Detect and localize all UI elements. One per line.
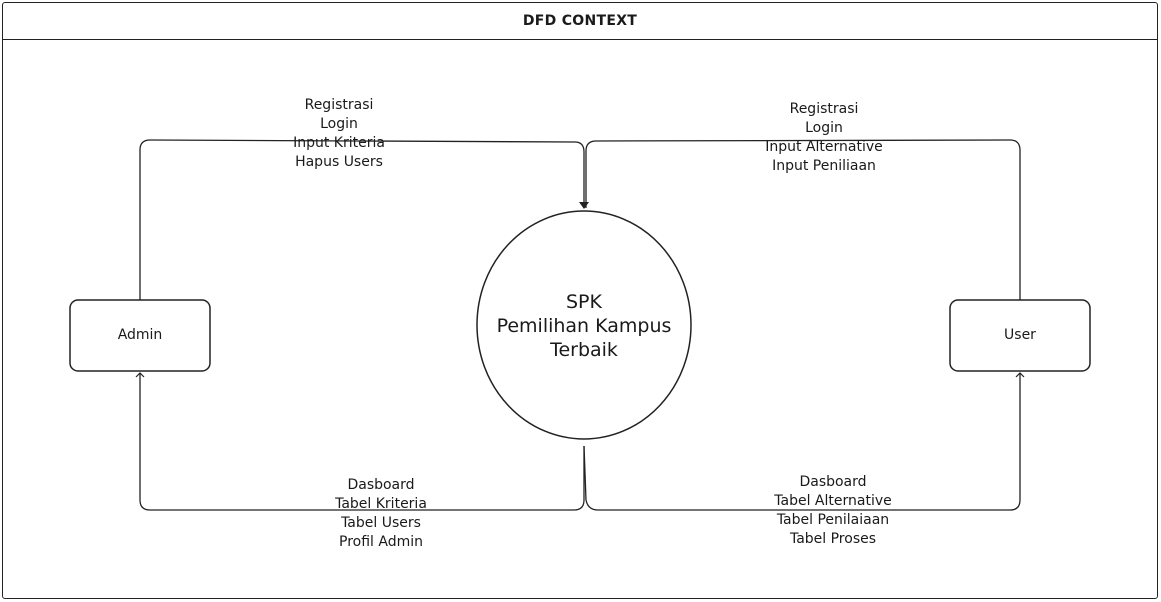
flow-label-item: Tabel Alternative [774, 493, 892, 509]
flow-admin-to-system [139, 139, 589, 300]
flow-label-item: Input Kriteria [293, 135, 385, 151]
flow-label-item: Tabel Proses [789, 531, 877, 547]
flow-label-item: Profil Admin [339, 534, 423, 550]
flow-label-item: Login [805, 120, 843, 136]
admin-entity-label: Admin [117, 327, 163, 343]
flow-system-to-admin [135, 372, 585, 511]
flow-label-item: Login [320, 116, 358, 132]
flow-label-system-to-admin: Dasboard Tabel Kriteria Tabel Users Prof… [306, 476, 456, 552]
flow-label-item: Hapus Users [295, 154, 383, 170]
flow-label-item: Registrasi [789, 101, 859, 117]
flow-label-item: Tabel Users [341, 515, 421, 531]
process-circle[interactable] [476, 210, 692, 440]
flow-label-item: Input Alternative [765, 139, 883, 155]
process-label: SPK Pemilihan Kampus Terbaik [474, 290, 694, 362]
flow-label-item: Input Peniliaan [772, 158, 876, 174]
flow-label-item: Tabel Kriteria [335, 496, 427, 512]
flow-label-item: Dasboard [799, 474, 867, 490]
process-label-line: Pemilihan Kampus [496, 315, 672, 337]
diagram-header: DFD CONTEXT [2, 2, 1158, 40]
flow-label-item: Registrasi [304, 97, 374, 113]
flow-label-item: Tabel Penilaiaan [776, 512, 890, 528]
flow-user-to-system [585, 139, 1021, 300]
diagram-title: DFD CONTEXT [522, 12, 638, 29]
user-entity-label: User [1004, 327, 1036, 343]
flow-label-system-to-user: Dasboard Tabel Alternative Tabel Penilai… [748, 473, 918, 549]
flow-system-to-user [583, 372, 1025, 511]
flow-label-item: Dasboard [347, 477, 415, 493]
process-label-line: Terbaik [550, 339, 618, 361]
flow-label-user-to-system: Registrasi Login Input Alternative Input… [739, 100, 909, 176]
process-label-line: SPK [566, 291, 602, 313]
flow-label-admin-to-system: Registrasi Login Input Kriteria Hapus Us… [264, 96, 414, 172]
